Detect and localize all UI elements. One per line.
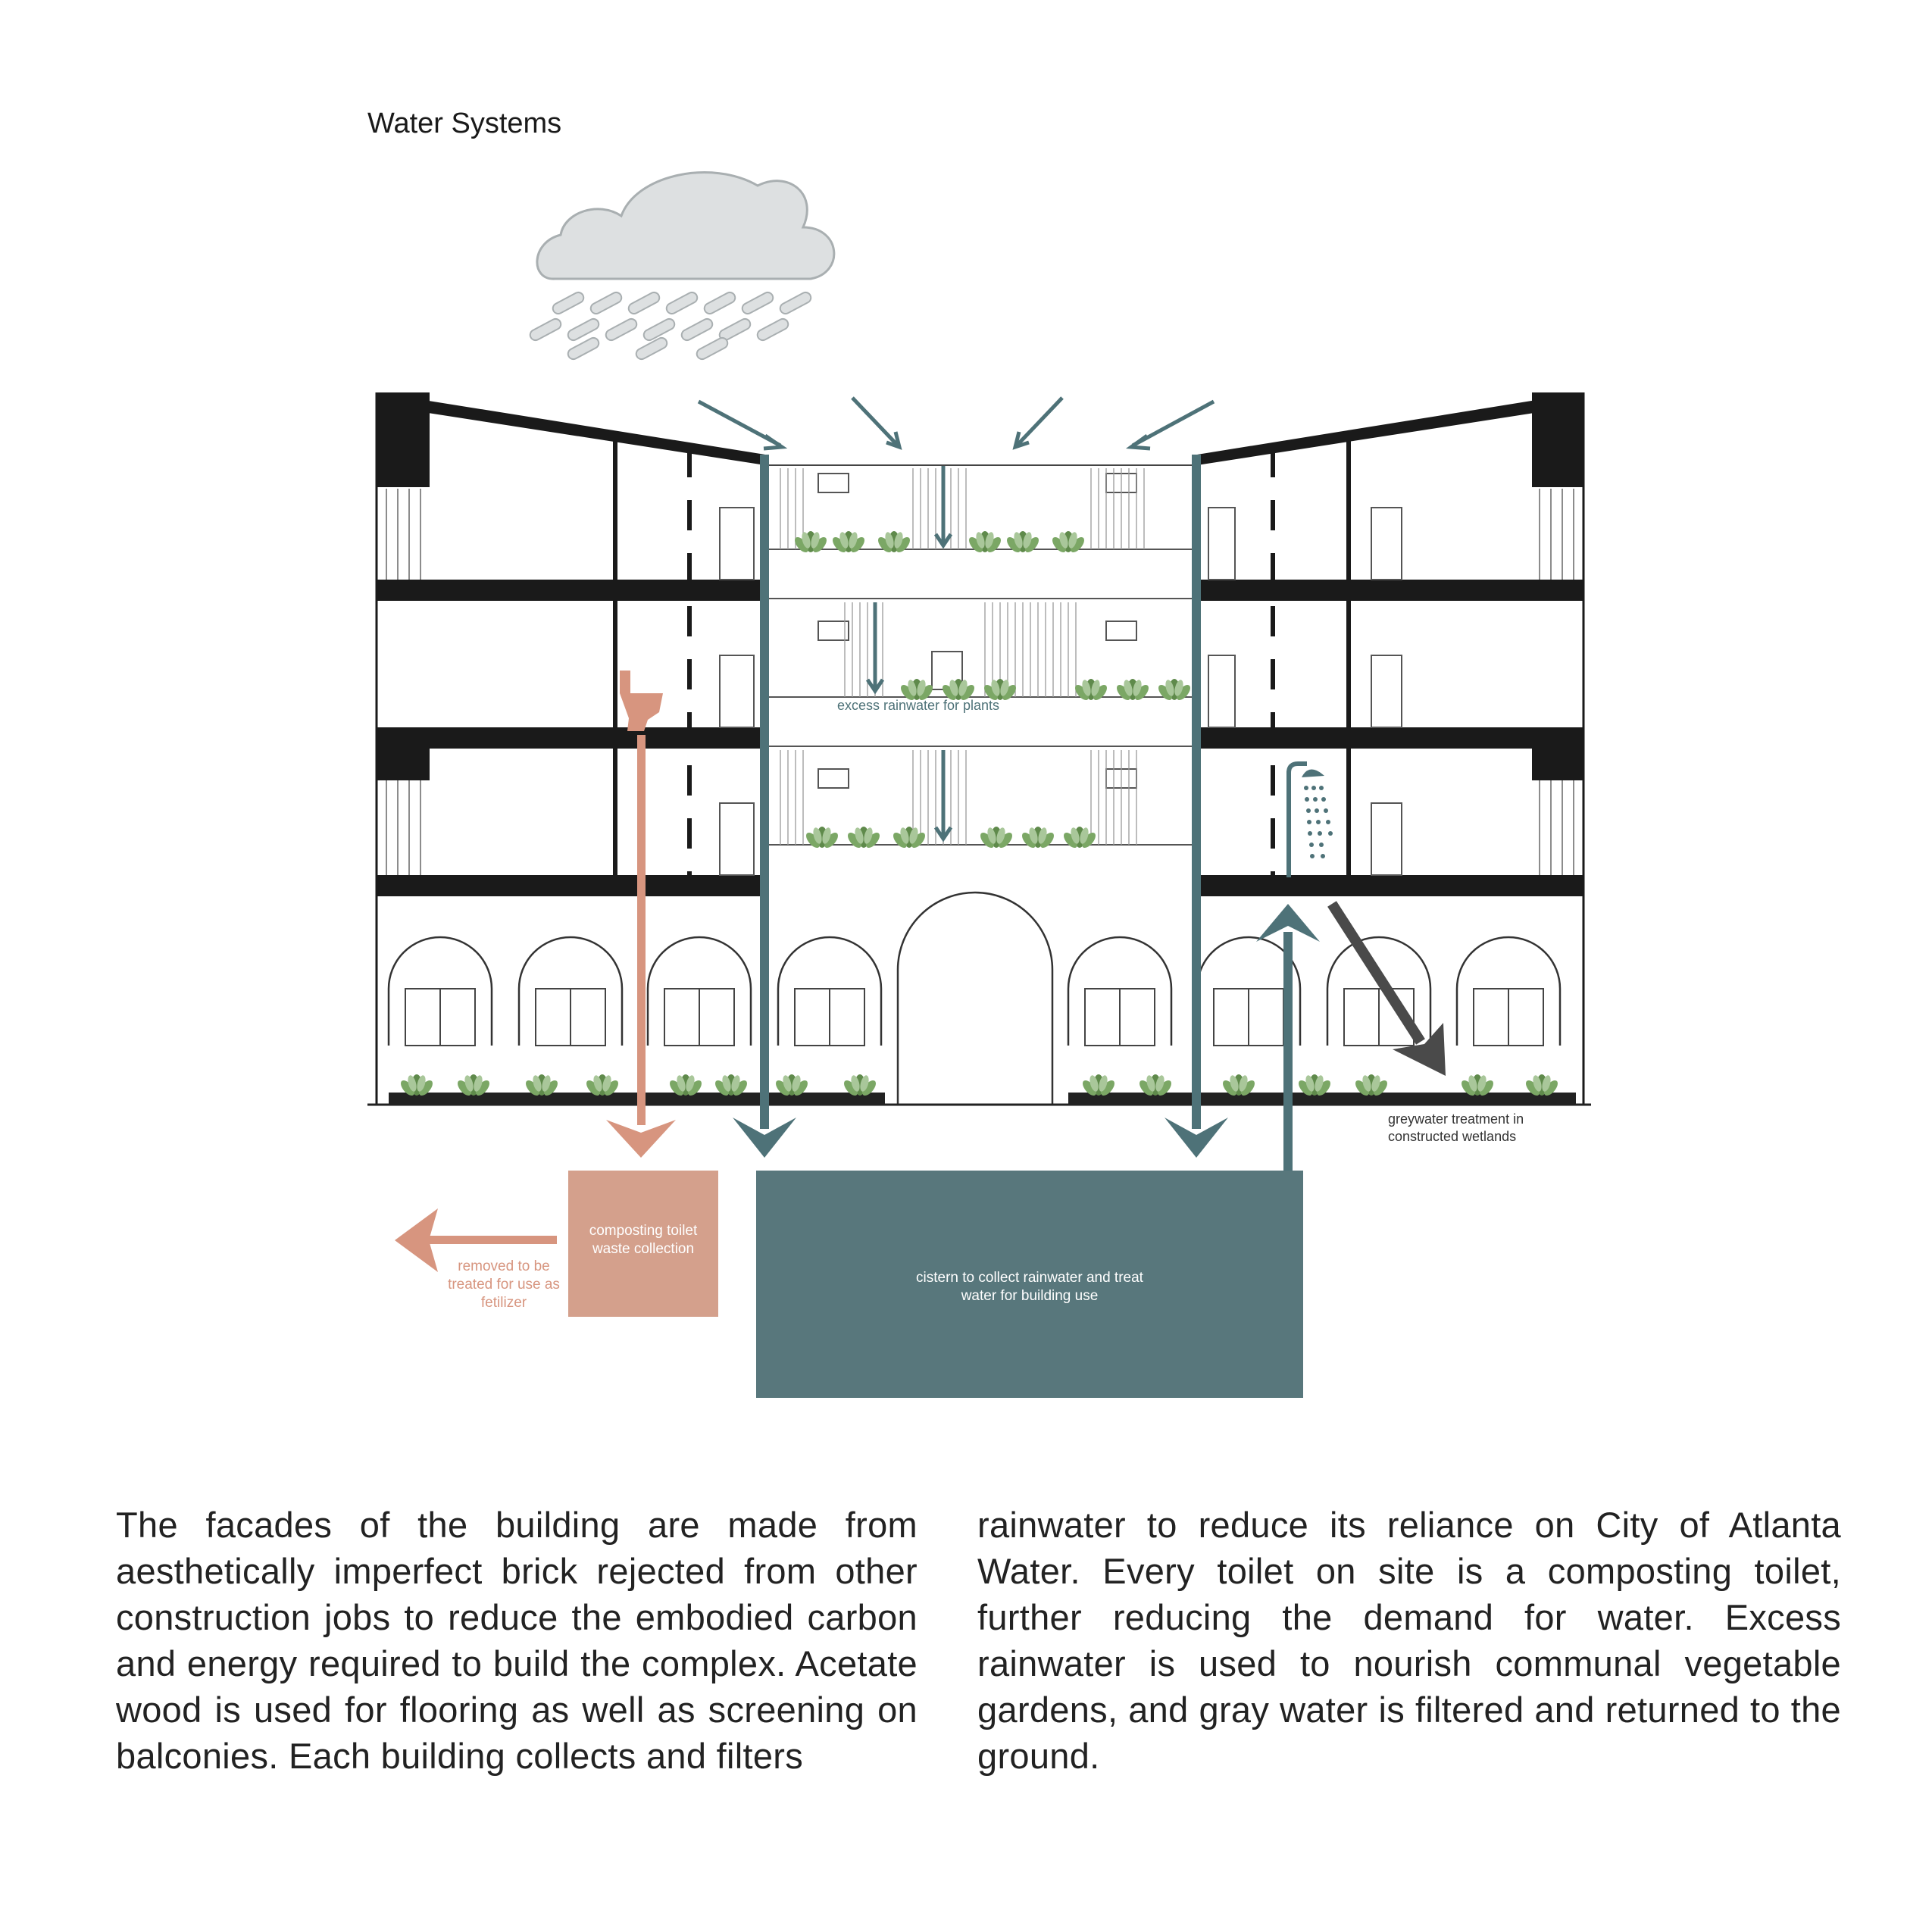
cloud-icon bbox=[536, 171, 836, 280]
excess-rainwater-label: excess rainwater for plants bbox=[837, 698, 999, 713]
cistern-supply-arrow bbox=[1256, 904, 1320, 1171]
greywater-arrow bbox=[1327, 901, 1446, 1076]
compost-flow-arrow bbox=[606, 735, 676, 1158]
ground-floor-arches bbox=[387, 891, 1562, 1105]
compost-label-1: composting toilet bbox=[589, 1223, 698, 1239]
page-title: Water Systems bbox=[367, 108, 562, 139]
removed-label-3: fetilizer bbox=[481, 1295, 527, 1311]
removal-arrow bbox=[395, 1208, 557, 1272]
cistern-label-2: water for building use bbox=[961, 1288, 1099, 1304]
compost-label-2: waste collection bbox=[592, 1241, 694, 1257]
building-section bbox=[367, 392, 1591, 1106]
rain-icon bbox=[527, 289, 814, 362]
shower-icon bbox=[1286, 761, 1333, 877]
plant-irrigation-arrows bbox=[865, 466, 953, 843]
rainwater-downspouts bbox=[733, 455, 1228, 1158]
body-text-right: rainwater to reduce its reliance on City… bbox=[977, 1505, 1841, 1776]
toilet-icon bbox=[620, 671, 663, 731]
greywater-label-1: greywater treatment in bbox=[1388, 1111, 1524, 1127]
removed-label-2: treated for use as bbox=[448, 1277, 560, 1293]
body-text-left: The facades of the building are made fro… bbox=[116, 1505, 918, 1776]
rain-inflow-arrows bbox=[697, 396, 1215, 451]
compost-collection-box bbox=[568, 1171, 718, 1317]
cistern-label-1: cistern to collect rainwater and treat bbox=[916, 1270, 1144, 1286]
removed-label-1: removed to be bbox=[458, 1258, 549, 1274]
cistern-box bbox=[756, 1171, 1303, 1398]
greywater-label-2: constructed wetlands bbox=[1388, 1129, 1516, 1144]
